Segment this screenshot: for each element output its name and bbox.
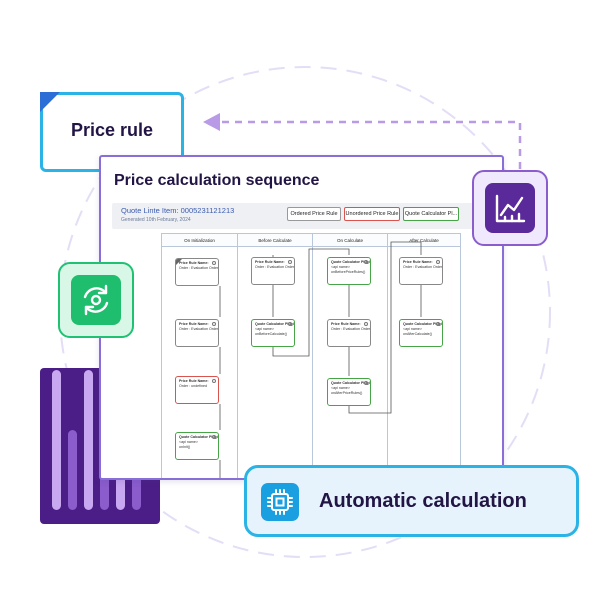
window-title: Price calculation sequence [114,172,320,189]
before-calculator-plugin-node[interactable]: Quote Calculator Plugin <api name> onBef… [251,319,295,347]
column-header-on-calculate: On Calculate [313,234,387,247]
ordered-price-rule-button[interactable]: Ordered Price Rule [287,207,341,221]
chart-tile [472,170,548,246]
corner-accent [40,92,60,112]
chart-line-icon [485,183,535,233]
quote-calculator-plugin-button[interactable]: Quote Calculator Pl... [403,207,459,221]
init-price-rule-node-2[interactable]: Price Rule Name: Order : Evaluation Orde… [175,319,219,347]
generated-date: Generated 10th February, 2024 [121,217,191,223]
calc-calculator-plugin-node-2[interactable]: Quote Calculator Plugin <api name> onAft… [327,378,371,406]
init-calculator-plugin-node[interactable]: Quote Calculator Plugin <api name> onIni… [175,432,219,460]
unordered-price-rule-button[interactable]: Unordered Price Rule [344,207,400,221]
init-price-rule-node-1[interactable]: Price Rule Name: Order : Evaluation Orde… [175,258,219,286]
column-header-after-calculate: After Calculate [388,234,460,247]
calc-price-rule-node[interactable]: Price Rule Name: Order : Evaluation Orde… [327,319,371,347]
price-calculation-window: Price calculation sequence Quote Linte I… [99,155,504,480]
column-header-on-initialization: On Initialization [162,234,237,247]
automatic-calculation-label: Automatic calculation [319,489,527,512]
automatic-calculation-banner: Automatic calculation [244,465,579,537]
init-price-rule-node-3[interactable]: Price Rule Name: Order : undefined [175,376,219,404]
before-price-rule-node[interactable]: Price Rule Name: Order : Evaluation Orde… [251,257,295,285]
calc-calculator-plugin-node-1[interactable]: Quote Calculator Plugin <api name> onBef… [327,257,371,285]
column-header-before-calculate: Before Calculate [238,234,312,247]
after-price-rule-node[interactable]: Price Rule Name: Order : Evaluation Orde… [399,257,443,285]
sync-tile [58,262,134,338]
price-rule-title: Price rule [70,119,154,140]
quote-item-label: Quote Linte Item: 0005231121213 [121,206,235,215]
after-calculator-plugin-node[interactable]: Quote Calculator Plugin <api name> onAft… [399,319,443,347]
sync-icon [71,275,121,325]
chip-icon [261,483,299,521]
